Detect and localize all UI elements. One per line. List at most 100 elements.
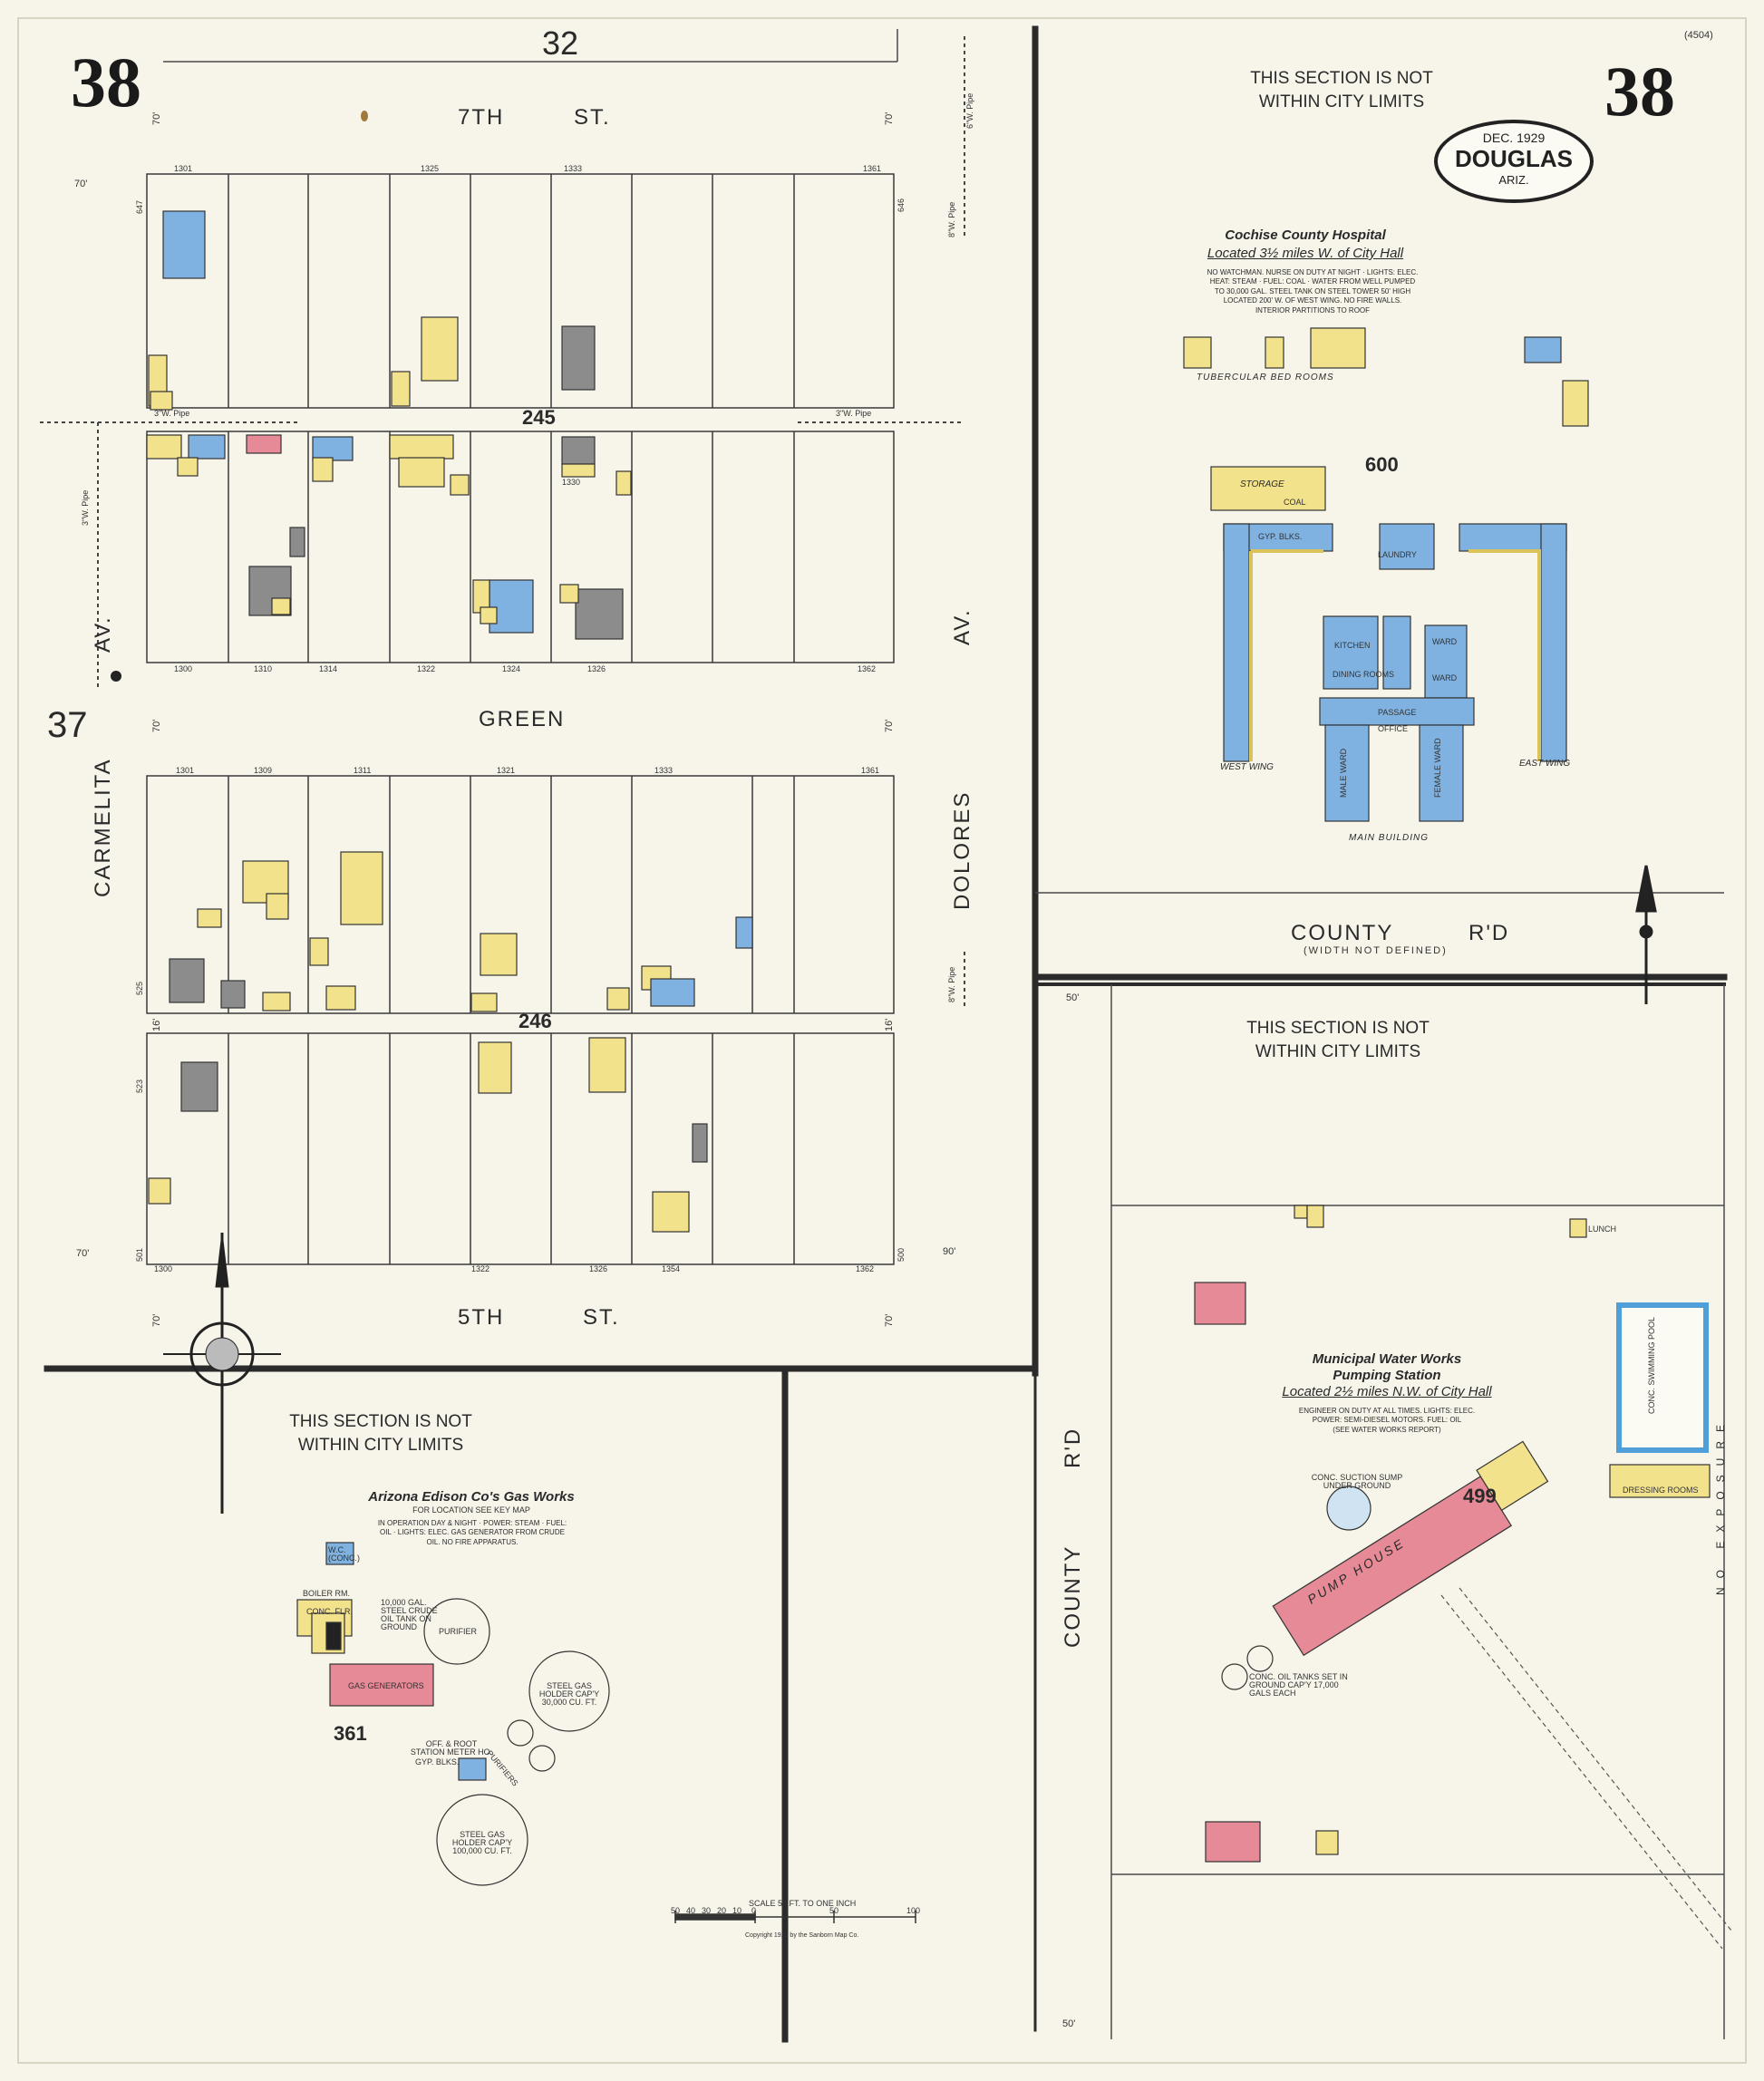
oil-tank-label: 10,000 GAL. STEEL CRUDE OIL TANK ON GROU… — [381, 1598, 438, 1631]
fire-hydrant — [111, 671, 121, 682]
brick-outbuilding — [246, 434, 282, 454]
main-passage — [1319, 697, 1475, 726]
laundry-label: LAUNDRY — [1378, 550, 1417, 559]
scale-tick: 10 — [732, 1906, 742, 1915]
waterworks-title: Municipal Water Works — [1312, 1351, 1462, 1367]
house-number: 1311 — [354, 766, 372, 775]
note-line: (SEE WATER WORKS REPORT) — [1333, 1425, 1441, 1434]
block-246: 246 — [519, 1010, 552, 1032]
gasworks-title: Arizona Edison Co's Gas Works — [368, 1489, 575, 1505]
dimension-label: 70' — [74, 179, 88, 189]
sheet-number-left: 38 — [71, 43, 141, 121]
house-number: 1300 — [154, 1264, 173, 1273]
north-arrow-right — [1635, 865, 1657, 1004]
sheet-frame — [17, 17, 1747, 2064]
lot-grid-upper — [146, 173, 895, 1265]
section-dividers — [44, 25, 1728, 2043]
dimension-label: 50' — [1066, 992, 1080, 1003]
gyp-label: GYP. BLKS. — [415, 1757, 460, 1766]
house-number: 1314 — [319, 664, 338, 673]
male-ward — [1324, 724, 1370, 822]
dwelling-1301 — [162, 210, 206, 279]
dimension-label: 70' — [884, 111, 895, 125]
scale-tick: 20 — [717, 1906, 727, 1915]
pipe-6w-top: 6"W. Pipe — [965, 92, 974, 129]
ward-label-1: WARD — [1432, 637, 1458, 646]
gas-holder-small — [528, 1650, 610, 1732]
gasworks-sub: FOR LOCATION SEE KEY MAP — [412, 1505, 530, 1515]
purifier — [423, 1598, 490, 1665]
house-number: 1361 — [861, 766, 880, 775]
street-county-lower-b: R'D — [1061, 1427, 1085, 1468]
house-number: 1301 — [174, 164, 193, 173]
wc-label: W.C. (CONC.) — [328, 1545, 360, 1563]
dimension-label: 90' — [943, 1246, 956, 1257]
street-5th-b: ST. — [583, 1305, 620, 1330]
block-600: 600 — [1365, 453, 1399, 476]
holder-small-label: STEEL GAS HOLDER CAP'Y 30,000 CU. FT. — [538, 1681, 600, 1707]
note-line: LOCATED 200' W. OF WEST WING. NO FIRE WA… — [1223, 296, 1402, 305]
pipe-3w-b: 3"W. Pipe — [836, 409, 872, 418]
badge-city: DOUGLAS — [1455, 145, 1573, 172]
oil-tanks-label: CONC. OIL TANKS SET IN GROUND CAP'Y 17,0… — [1249, 1672, 1348, 1698]
meter-label: OFF. & ROOT STATION METER HO. — [410, 1739, 493, 1757]
house-number: 1326 — [589, 1264, 608, 1273]
water-works — [1194, 1205, 1732, 1950]
copyright: Copyright 1929 by the Sanborn Map Co. — [745, 1932, 859, 1939]
note-line: INTERIOR PARTITIONS TO ROOF — [1255, 305, 1371, 315]
purifier-label: PURIFIER — [439, 1627, 478, 1636]
house-number: 1322 — [417, 664, 436, 673]
note-line: OIL. NO FIRE APPARATUS. — [426, 1537, 519, 1546]
street-green: GREEN — [479, 707, 566, 731]
street-av-right: AV. — [950, 608, 974, 645]
dimension-label: 16' — [884, 1018, 895, 1031]
sump-label: CONC. SUCTION SUMP UNDER GROUND — [1311, 1473, 1403, 1490]
female-ward — [1419, 724, 1464, 822]
dimension-label: 70' — [151, 719, 162, 732]
badge-state: ARIZ. — [1498, 173, 1529, 187]
holder-big-label: STEEL GAS HOLDER CAP'Y 100,000 CU. FT. — [451, 1830, 513, 1855]
house-number: 1361 — [863, 164, 882, 173]
notice-line: WITHIN CITY LIMITS — [297, 1435, 464, 1455]
adobe-1333 — [561, 325, 596, 391]
house-number: 1333 — [654, 766, 674, 775]
house-number: 1322 — [471, 1264, 490, 1273]
street-county-rd-b: R'D — [1468, 921, 1510, 945]
block-245: 245 — [522, 406, 556, 429]
scale-tick: 30 — [702, 1906, 712, 1915]
note-line: HEAT: STEAM · FUEL: COAL · WATER FROM WE… — [1209, 277, 1416, 286]
lunch-label: LUNCH — [1588, 1224, 1617, 1234]
house-number: 500 — [897, 1247, 906, 1262]
hospital-title: Cochise County Hospital — [1225, 227, 1386, 243]
house-number: 523 — [135, 1079, 144, 1093]
suction-sump — [1326, 1486, 1371, 1531]
street-av-left: AV. — [91, 615, 115, 653]
dimension-label: 70' — [151, 111, 162, 125]
pipe-3w-left: 3"W. Pipe — [81, 489, 90, 526]
hospital-location: Located 3½ miles W. of City Hall — [1207, 246, 1404, 261]
notice-line: WITHIN CITY LIMITS — [1255, 1041, 1421, 1061]
house-number: 1300 — [174, 664, 193, 673]
hospital-notes: NO WATCHMAN. NURSE ON DUTY AT NIGHT · LI… — [1168, 268, 1458, 315]
street-5th-a: 5TH — [458, 1305, 505, 1330]
street-county-lower-a: COUNTY — [1061, 1544, 1085, 1648]
scale-tick: 40 — [686, 1906, 696, 1915]
street-carmelita: CARMELITA — [91, 758, 115, 897]
waterworks-notes: ENGINEER ON DUTY AT ALL TIMES. LIGHTS: E… — [1251, 1407, 1523, 1435]
note-line: IN OPERATION DAY & NIGHT · POWER: STEAM … — [377, 1519, 567, 1527]
note-line: TO 30,000 GAL. STEEL TANK ON STEEL TOWER… — [1214, 286, 1411, 295]
storage-label: STORAGE — [1240, 479, 1284, 489]
no-exposure-label: NO EXPOSURE — [1714, 1415, 1727, 1595]
badge-date: DEC. 1929 — [1482, 131, 1546, 145]
dwelling-1325 — [421, 316, 459, 382]
scale-label: SCALE 50 FT. TO ONE INCH — [749, 1899, 857, 1908]
scale-tick: 0 — [751, 1906, 757, 1915]
notice-mid-right: THIS SECTION IS NOT WITHIN CITY LIMITS — [1202, 1017, 1474, 1063]
west-wing — [1223, 523, 1250, 762]
house-number: 1309 — [254, 766, 273, 775]
note-line: POWER: SEMI-DIESEL MOTORS. FUEL: OIL — [1312, 1416, 1462, 1425]
dimension-label: 50' — [1062, 2018, 1076, 2029]
east-wing-label: EAST WING — [1519, 759, 1571, 769]
